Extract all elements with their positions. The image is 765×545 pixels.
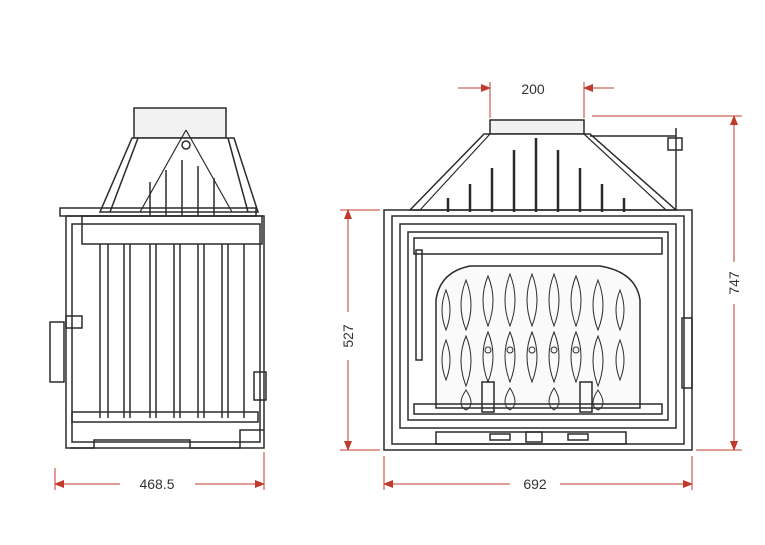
- front-door-frame: [399, 223, 677, 429]
- side-air-control: [253, 371, 267, 401]
- dim-flue-width-label: 200: [521, 81, 545, 97]
- dim-side-depth-label: 468.5: [139, 476, 174, 492]
- front-top-baffle: [413, 237, 663, 255]
- front-air-slider: [525, 431, 543, 443]
- side-door-handle: [49, 321, 65, 383]
- front-back-panel-pattern: [441, 272, 625, 411]
- front-grate-left: [481, 381, 495, 413]
- front-grate-right: [579, 381, 593, 413]
- side-body: [65, 215, 265, 449]
- dim-front-height-label: 527: [340, 324, 356, 348]
- front-throttle-knob: [667, 137, 683, 151]
- dim-front-width-label: 692: [523, 476, 547, 492]
- side-hood: [98, 137, 260, 213]
- front-flue-collar: [489, 119, 585, 135]
- side-upper-band: [81, 215, 263, 245]
- side-grid-bars: [99, 244, 245, 418]
- side-view: [49, 107, 267, 449]
- front-back-panel: [435, 265, 641, 409]
- side-flue-collar: [133, 107, 227, 139]
- front-view: [383, 119, 693, 451]
- dim-total-height-label: 747: [726, 271, 742, 295]
- dimension-lines: [54, 82, 742, 490]
- front-hood: [408, 133, 678, 211]
- front-left-hinge: [415, 249, 423, 361]
- front-hood-bars: [446, 138, 626, 212]
- front-door-handle: [681, 317, 693, 389]
- side-adjust-knob: [181, 140, 191, 150]
